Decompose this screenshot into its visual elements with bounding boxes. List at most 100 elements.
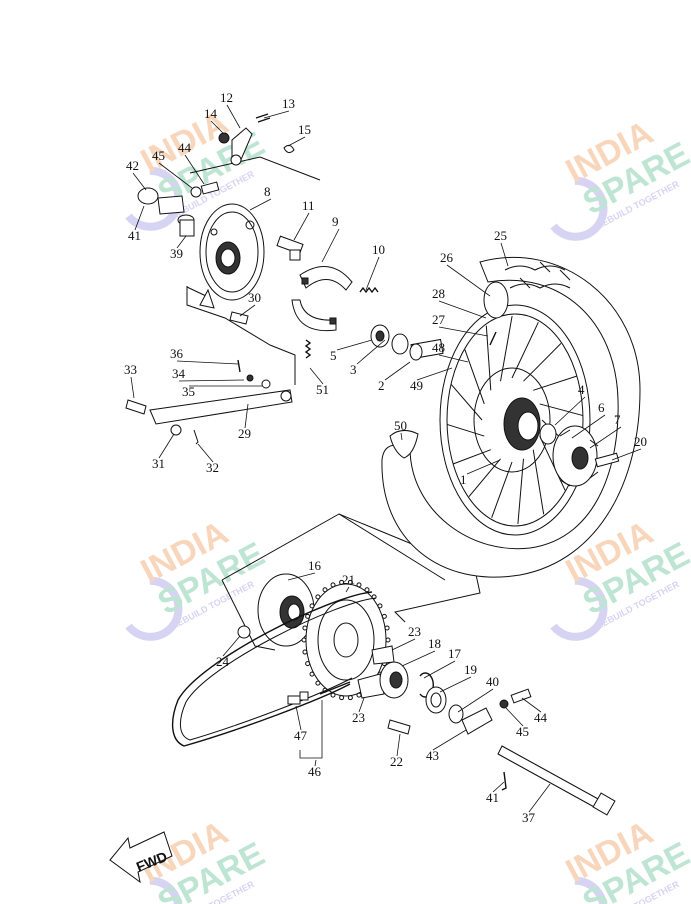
brake-spring-upper xyxy=(359,286,379,294)
leader-line-p23b xyxy=(358,697,365,713)
spoke xyxy=(491,461,513,518)
part-label-p30: 30 xyxy=(248,290,261,305)
sprocket-tooth xyxy=(315,680,321,686)
brake-panel xyxy=(199,203,265,309)
arm-bolt-13 xyxy=(255,113,271,123)
leader-line-p39 xyxy=(176,235,187,249)
leader-line-p50 xyxy=(400,432,403,441)
torque-arm-nut xyxy=(170,424,182,436)
drive-chain xyxy=(171,591,373,747)
leader-line-p43 xyxy=(432,729,467,751)
part-label-p32: 32 xyxy=(206,460,219,475)
leader-line-p45b xyxy=(505,707,524,727)
leader-line-p3 xyxy=(356,339,386,365)
chain-master-link xyxy=(319,681,351,695)
sprocket-tooth xyxy=(356,692,362,698)
leader-line-p9 xyxy=(321,228,340,263)
sprocket-tooth xyxy=(347,579,353,585)
sprocket-assembly xyxy=(171,573,532,747)
leader-line-p8 xyxy=(249,198,272,211)
leader-line-p10 xyxy=(365,256,380,291)
part-label-p25: 25 xyxy=(494,228,507,243)
leader-line-p32 xyxy=(197,443,214,463)
part-label-p4: 4 xyxy=(578,382,585,397)
part-label-p42: 42 xyxy=(126,158,139,173)
sprocket-tooth xyxy=(330,582,336,588)
leader-bracket-46 xyxy=(299,700,323,759)
leader-line-p1 xyxy=(466,459,501,475)
leader-line-p13 xyxy=(263,110,290,119)
leader-line-p26 xyxy=(446,264,491,297)
part-label-p27: 27 xyxy=(432,312,446,327)
leader-line-p45a xyxy=(158,162,193,189)
part-label-p39: 39 xyxy=(170,246,183,261)
leader-line-p17 xyxy=(423,660,456,679)
hub xyxy=(473,367,551,473)
part-label-p3: 3 xyxy=(350,362,357,377)
brake-shoes xyxy=(291,266,353,332)
leader-line-p7 xyxy=(589,426,622,449)
watermark-logo-icon xyxy=(125,876,183,904)
leader-line-p19 xyxy=(439,676,472,693)
part-label-p20: 20 xyxy=(634,434,647,449)
sprocket-tooth xyxy=(305,613,311,619)
part-label-p41b: 41 xyxy=(486,790,499,805)
torque-arm-nut-top xyxy=(246,374,254,382)
leader-line-p15 xyxy=(287,136,306,147)
cotter-pin-32 xyxy=(193,429,199,445)
leader-line-p46 xyxy=(314,759,317,767)
part-label-p17: 17 xyxy=(448,646,462,661)
arm-spring-15 xyxy=(283,144,295,154)
leader-line-p30 xyxy=(239,304,256,317)
spoke xyxy=(523,343,562,382)
spoke xyxy=(464,349,485,405)
torque-arm-washer xyxy=(261,379,271,389)
joint-parts xyxy=(137,187,195,237)
sprocket-tooth xyxy=(339,579,345,585)
leader-line-p16 xyxy=(287,572,316,581)
leader-line-p33 xyxy=(130,376,135,399)
spoke xyxy=(539,403,584,417)
part-label-p47: 47 xyxy=(294,728,308,743)
panel-bolt xyxy=(229,311,249,325)
axle-cotter-pin xyxy=(501,771,507,791)
leader-line-p51 xyxy=(309,367,324,385)
part-label-p29: 29 xyxy=(238,426,251,441)
part-label-p34: 34 xyxy=(172,366,186,381)
part-label-p7: 7 xyxy=(614,412,621,427)
part-label-p36: 36 xyxy=(170,346,184,361)
leader-line-p2 xyxy=(384,361,411,381)
leader-line-p11 xyxy=(293,212,310,241)
hub-damper xyxy=(539,423,620,487)
part-label-p50: 50 xyxy=(394,418,407,433)
rear-axle xyxy=(497,745,616,816)
part-label-p26: 26 xyxy=(440,250,454,265)
sprocket-tooth xyxy=(305,661,311,667)
part-label-p23a: 23 xyxy=(408,624,421,639)
part-label-p1: 1 xyxy=(460,472,467,487)
spoke xyxy=(533,375,577,391)
part-label-p6: 6 xyxy=(598,400,605,415)
part-label-p22: 22 xyxy=(390,754,403,769)
leader-line-p12 xyxy=(226,104,241,129)
spoke xyxy=(500,316,513,382)
spoke xyxy=(446,423,485,437)
inner-tube xyxy=(483,281,509,319)
part-label-p18: 18 xyxy=(428,636,441,651)
leader-line-p37 xyxy=(528,783,551,813)
leader-line-p27 xyxy=(438,326,489,337)
leader-line-p6 xyxy=(571,414,606,439)
part-label-p48: 48 xyxy=(432,340,445,355)
part-label-p43: 43 xyxy=(426,748,439,763)
leader-line-p24 xyxy=(222,635,241,657)
sprocket-bolt xyxy=(387,719,411,735)
adjuster-nut xyxy=(499,699,509,709)
rear-wheel xyxy=(381,257,641,578)
tire-tread xyxy=(504,261,571,289)
brake-spring-lower xyxy=(304,339,312,359)
part-label-p41a: 41 xyxy=(128,228,141,243)
circlip xyxy=(419,672,434,698)
